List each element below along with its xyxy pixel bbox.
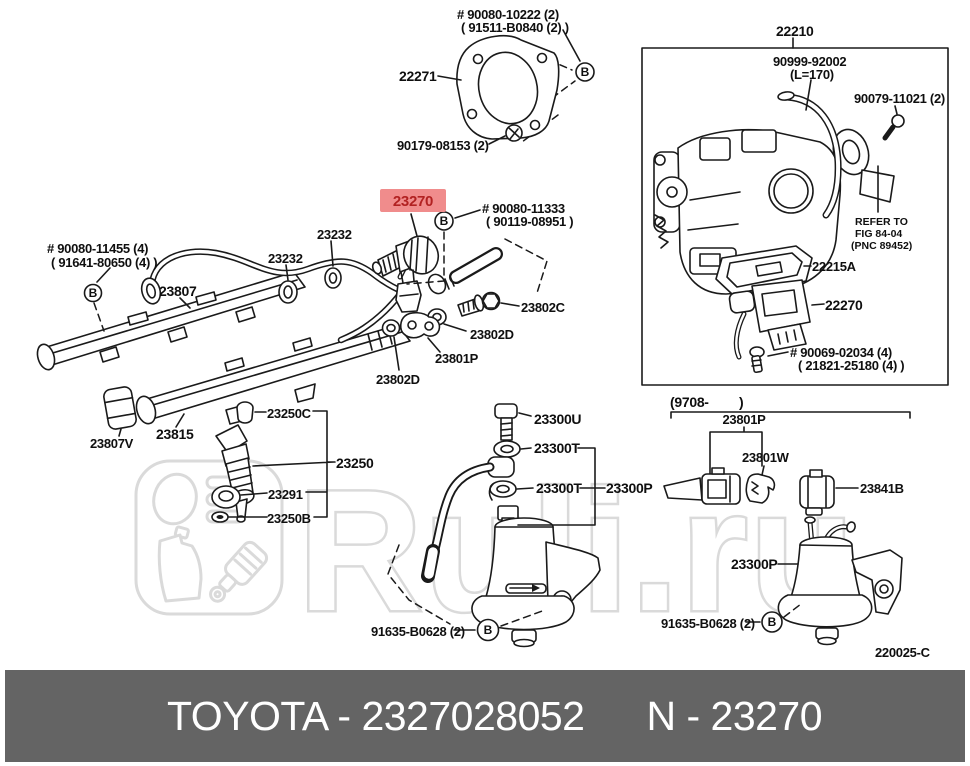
b-marker-letter-bottom-mid: B: [484, 623, 493, 637]
label-23802d-bottom: 23802D: [376, 372, 420, 387]
pipe-clamp-drawing: [399, 311, 441, 353]
label-hose-length: (L=170): [790, 67, 834, 82]
late-production-section: [663, 411, 911, 516]
label-23250c: 23250C: [267, 406, 312, 421]
label-90080-10222: # 90080-10222 (2): [457, 7, 559, 22]
label-22215a: 22215A: [812, 259, 857, 274]
fuel-pipe-drawing: [140, 248, 410, 344]
label-91635-b0628-late: 91635-B0628 (2): [661, 616, 755, 631]
injector-grommet-drawing: [211, 485, 268, 509]
diagram-labels: # 90080-10222 (2) ( 91511-B0840 (2) ) 22…: [47, 7, 945, 660]
label-23815: 23815: [156, 426, 194, 442]
note-b-marker-left: [83, 267, 111, 332]
label-23807: 23807: [159, 283, 197, 299]
label-23801w: 23801W: [742, 450, 790, 465]
label-91641-80650: ( 91641-80650 (4) ): [51, 255, 157, 270]
label-22271: 22271: [399, 68, 437, 84]
injector-cap-drawing: [236, 401, 267, 424]
label-23300t-2: 23300T: [536, 480, 582, 496]
label-23841b: 23841B: [860, 481, 904, 496]
label-date-range-close: ): [739, 394, 743, 410]
tps-screw-drawing: [882, 105, 905, 141]
b-marker-letter-mid: B: [440, 214, 449, 228]
pipe-connector-drawing: [663, 467, 741, 505]
label-90999-92002: 90999-92002: [773, 54, 846, 69]
filter-gasket2-drawing: [489, 480, 534, 498]
label-23802c: 23802C: [521, 300, 566, 315]
note-b-marker-mid: [406, 209, 481, 285]
b-marker-letter-right: B: [768, 615, 777, 629]
label-90079-11021: 90079-11021 (2): [854, 91, 945, 106]
label-23291: 23291: [268, 487, 303, 502]
label-90080-11333: # 90080-11333: [482, 201, 565, 216]
b-marker-letter-left: B: [89, 286, 98, 300]
label-90119-08951: ( 90119-08951 ): [486, 214, 573, 229]
diagram-canvas: Ruli.ru: [36, 7, 949, 660]
throttle-body-inset: [641, 37, 949, 386]
union-bolt-drawing: [457, 291, 520, 317]
filter-bracket-lines: [517, 447, 606, 526]
label-22270: 22270: [825, 297, 863, 313]
watermark-oil-bottle-icon: [157, 525, 203, 603]
label-23232-b: 23232: [268, 251, 303, 266]
label-refer-line3: (PNC 89452): [851, 240, 912, 252]
label-23232-a: 23232: [317, 227, 352, 242]
label-90179-08153: 90179-08153 (2): [397, 138, 489, 153]
note-b-marker-bottom-mid: [387, 544, 546, 642]
label-91511-b0840: ( 91511-B0840 (2) ): [461, 20, 569, 35]
label-refer-line2: FIG 84-04: [855, 228, 902, 240]
connector-23841b-drawing: [799, 469, 859, 516]
pipe-junction-drawing: [395, 269, 422, 313]
footer-part-number: N - 23270: [646, 692, 823, 739]
footer-bar: TOYOTA - 2327028052 N - 23270: [5, 670, 965, 762]
injector-bracket-lines: [252, 410, 336, 518]
fuel-injector-drawing: [215, 424, 255, 523]
label-refer-line1: REFER TO: [855, 216, 908, 228]
fuel-damper-drawing: [103, 386, 137, 430]
banjo-bolt-drawing: [494, 403, 532, 441]
fuel-filter-drawing: [471, 483, 601, 648]
label-23807v: 23807V: [90, 436, 134, 451]
b-marker-letter-top: B: [581, 65, 590, 79]
label-23300t-1: 23300T: [534, 440, 580, 456]
label-91635-b0628-mid: 91635-B0628 (2): [371, 624, 465, 639]
label-23300p-mid: 23300P: [606, 480, 652, 496]
highlight-box-23270: [380, 189, 446, 212]
injector-oring-drawing: [211, 511, 268, 523]
iscv-screw-drawing: [749, 346, 789, 374]
note-b-marker-top: [575, 62, 595, 82]
label-90069-02034: # 90069-02034 (4): [790, 345, 892, 360]
label-23250: 23250: [336, 455, 374, 471]
figure-code: 220025-C: [875, 645, 931, 660]
label-23801p: 23801P: [435, 351, 479, 366]
return-hose-drawing: [421, 462, 495, 583]
label-23802d-right: 23802D: [470, 327, 514, 342]
damper-leader: [118, 428, 122, 437]
label-23250b: 23250B: [267, 511, 311, 526]
note-b-marker-right: [745, 603, 802, 633]
label-23300u: 23300U: [534, 411, 581, 427]
label-23801p-late: 23801P: [722, 412, 766, 427]
iscv-drawing: [728, 279, 825, 360]
fuel-filter-late-drawing: [777, 516, 903, 646]
pressure-regulator-drawing: [371, 213, 440, 277]
throttle-gasket-drawing: [437, 29, 581, 143]
gasket-screw-drawing: [488, 124, 523, 145]
label-23270-highlighted: 23270: [393, 193, 433, 210]
label-90080-11455: # 90080-11455 (4): [47, 241, 148, 256]
clip-23801w-drawing: [745, 465, 776, 504]
footer-part-code: TOYOTA - 2327028052: [167, 692, 585, 739]
watermark-shock-absorber-icon: [209, 540, 269, 603]
inlet-hose-drawing: [427, 238, 548, 295]
watermark-blob-icon: [152, 472, 198, 526]
grommet-rings-drawing: [278, 240, 342, 304]
label-21821-25180: ( 21821-25180 (4) ): [798, 358, 904, 373]
label-22210: 22210: [776, 23, 814, 39]
fuel-rail-upper-drawing: [36, 271, 306, 371]
label-23300p-late: 23300P: [731, 556, 777, 572]
label-date-range-open: (9708-: [670, 394, 709, 410]
